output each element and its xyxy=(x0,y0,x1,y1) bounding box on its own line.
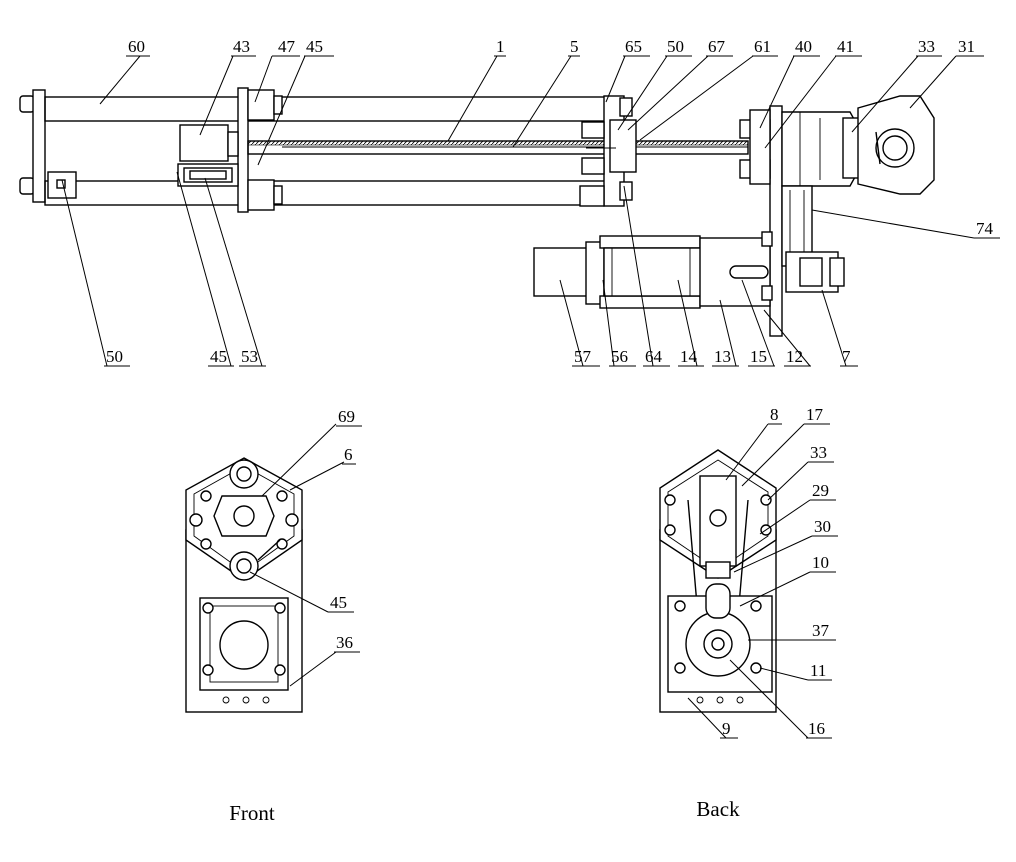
label-37: 37 xyxy=(812,621,830,640)
back-view-labels: 8 17 33 29 30 10 37 11 9 16 xyxy=(687,405,838,739)
label-6: 6 xyxy=(344,445,353,464)
label-65: 65 xyxy=(625,37,642,56)
caption-back: Back xyxy=(696,797,740,821)
side-view-labels: 60 43 47 45 1 5 65 50 67 61 40 41 33 31 … xyxy=(104,37,1000,367)
label-50-top: 50 xyxy=(667,37,684,56)
label-69: 69 xyxy=(338,407,355,426)
caption-front: Front xyxy=(229,801,275,825)
label-36: 36 xyxy=(336,633,353,652)
label-53: 53 xyxy=(241,347,258,366)
label-30: 30 xyxy=(814,517,831,536)
label-47: 47 xyxy=(278,37,296,56)
label-5: 5 xyxy=(570,37,579,56)
label-13: 13 xyxy=(714,347,731,366)
label-64: 64 xyxy=(645,347,663,366)
label-33-back: 33 xyxy=(810,443,827,462)
label-31: 31 xyxy=(958,37,975,56)
back-view xyxy=(659,449,777,713)
label-1: 1 xyxy=(496,37,505,56)
label-45-top: 45 xyxy=(306,37,323,56)
label-29: 29 xyxy=(812,481,829,500)
label-15: 15 xyxy=(750,347,767,366)
label-45-bottom: 45 xyxy=(210,347,227,366)
label-8: 8 xyxy=(770,405,779,424)
label-12: 12 xyxy=(786,347,803,366)
label-74: 74 xyxy=(976,219,994,238)
side-view xyxy=(19,87,935,337)
side-view-leaders-top xyxy=(61,55,975,367)
front-view xyxy=(185,457,303,713)
label-43: 43 xyxy=(233,37,250,56)
label-14: 14 xyxy=(680,347,698,366)
front-view-labels: 69 6 45 36 xyxy=(249,407,362,687)
label-56: 56 xyxy=(611,347,628,366)
label-57: 57 xyxy=(574,347,592,366)
label-16: 16 xyxy=(808,719,825,738)
label-41: 41 xyxy=(837,37,854,56)
label-7: 7 xyxy=(842,347,851,366)
label-45-front: 45 xyxy=(330,593,347,612)
label-50-bottom: 50 xyxy=(106,347,123,366)
label-61: 61 xyxy=(754,37,771,56)
label-33-side: 33 xyxy=(918,37,935,56)
label-9: 9 xyxy=(722,719,731,738)
label-17: 17 xyxy=(806,405,824,424)
label-10: 10 xyxy=(812,553,829,572)
label-11: 11 xyxy=(810,661,826,680)
label-67: 67 xyxy=(708,37,726,56)
label-60: 60 xyxy=(128,37,145,56)
label-40: 40 xyxy=(795,37,812,56)
